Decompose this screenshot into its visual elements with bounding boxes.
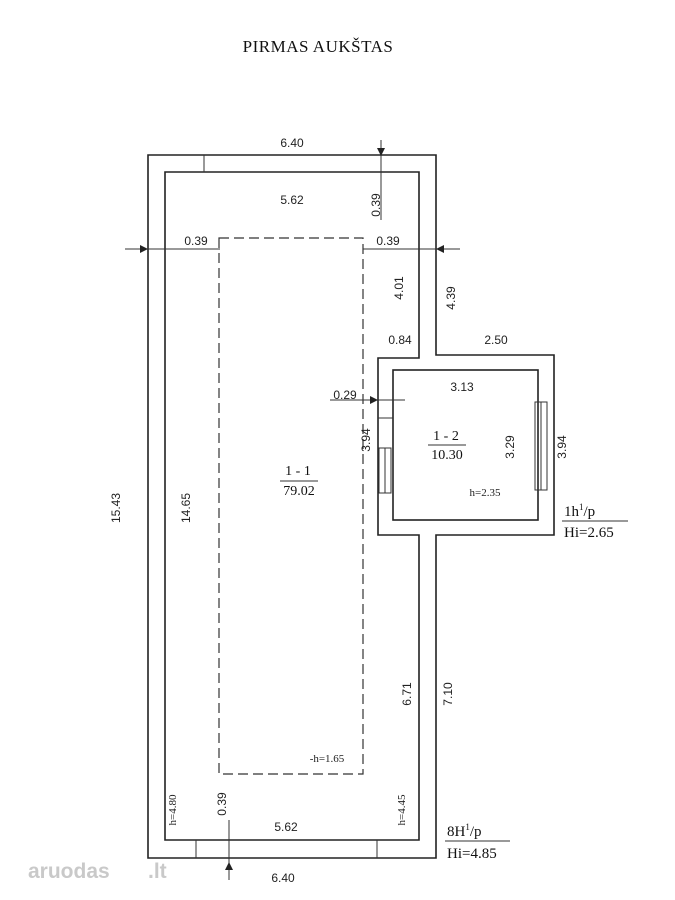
level-suffix: /p [584, 504, 596, 520]
plan-title: PIRMAS AUKŠTAS [243, 37, 394, 56]
height-bottom-left: h=4.80 [167, 794, 179, 825]
level-sup: 1 [579, 502, 584, 512]
arrow-icon [436, 245, 444, 253]
dim-outer-top: 6.40 [280, 136, 304, 150]
dim-right-wall: 0.39 [376, 234, 400, 248]
room-area: 10.30 [431, 448, 463, 463]
dim-top-wall: 0.39 [369, 193, 383, 217]
level-annotation-main: 8H1/p Hi=4.85 [445, 822, 510, 862]
dim-partition: 0.29 [333, 388, 357, 402]
level-code: 8H [447, 824, 466, 840]
dim-right-upper-inner: 4.01 [392, 276, 406, 300]
room-id: 1 - 1 [285, 464, 311, 479]
dim-right-lower-inner: 6.71 [400, 682, 414, 706]
arrow-icon [225, 862, 233, 870]
svg-text:1h1/p: 1h1/p [564, 502, 595, 520]
room-area: 79.02 [283, 484, 315, 499]
level-annotation-annex: 1h1/p Hi=2.65 [562, 502, 628, 541]
arrow-icon [377, 148, 385, 156]
dim-inner-left-height: 14.65 [179, 493, 193, 523]
dim-bottom-wall: 0.39 [215, 792, 229, 816]
arrow-icon [370, 396, 378, 404]
room-1-1-label: 1 - 1 79.02 [280, 464, 318, 499]
room-id: 1 - 2 [433, 429, 459, 444]
outer-wall [147, 154, 555, 859]
dim-annex-outer-height: 3.94 [555, 435, 569, 459]
dim-outer-left-height: 15.43 [109, 493, 123, 523]
dim-annex-outer-width: 2.50 [484, 333, 508, 347]
dim-left-wall: 0.39 [184, 234, 208, 248]
level-code: 1h [564, 504, 580, 520]
level-suffix: /p [470, 824, 482, 840]
arrow-icon [140, 245, 148, 253]
level-value: Hi=4.85 [447, 846, 497, 862]
dim-inner-top: 5.62 [280, 193, 304, 207]
watermark-brand: aruodas [28, 860, 110, 883]
dim-step: 0.84 [388, 333, 412, 347]
annex-inner-wall [392, 369, 539, 521]
dim-outer-bottom: 6.40 [271, 871, 295, 885]
level-sup: 1 [465, 822, 470, 832]
inner-wall [164, 171, 420, 841]
room-outline-dashed [218, 237, 364, 775]
dim-right-upper-outer: 4.39 [444, 286, 458, 310]
watermark-tld: .lt [148, 860, 167, 883]
annex-window-right [534, 401, 548, 491]
room-1-1-height: -h=1.65 [310, 753, 345, 765]
height-bottom-right: h=4.45 [396, 794, 408, 825]
dim-inner-bottom: 5.62 [274, 820, 298, 834]
level-value: Hi=2.65 [564, 525, 614, 541]
annex-window-left [378, 447, 392, 494]
dim-annex-inner-height: 3.29 [503, 435, 517, 459]
room-1-2-height: h=2.35 [470, 487, 501, 499]
svg-text:8H1/p: 8H1/p [447, 822, 482, 840]
dim-annex-left-height: 3.94 [359, 428, 373, 452]
dim-right-lower-outer: 7.10 [441, 682, 455, 706]
watermark-logo: aruodas .lt [28, 860, 167, 883]
dim-annex-inner-width: 3.13 [450, 380, 474, 394]
room-1-2-label: 1 - 2 10.30 [428, 429, 466, 463]
